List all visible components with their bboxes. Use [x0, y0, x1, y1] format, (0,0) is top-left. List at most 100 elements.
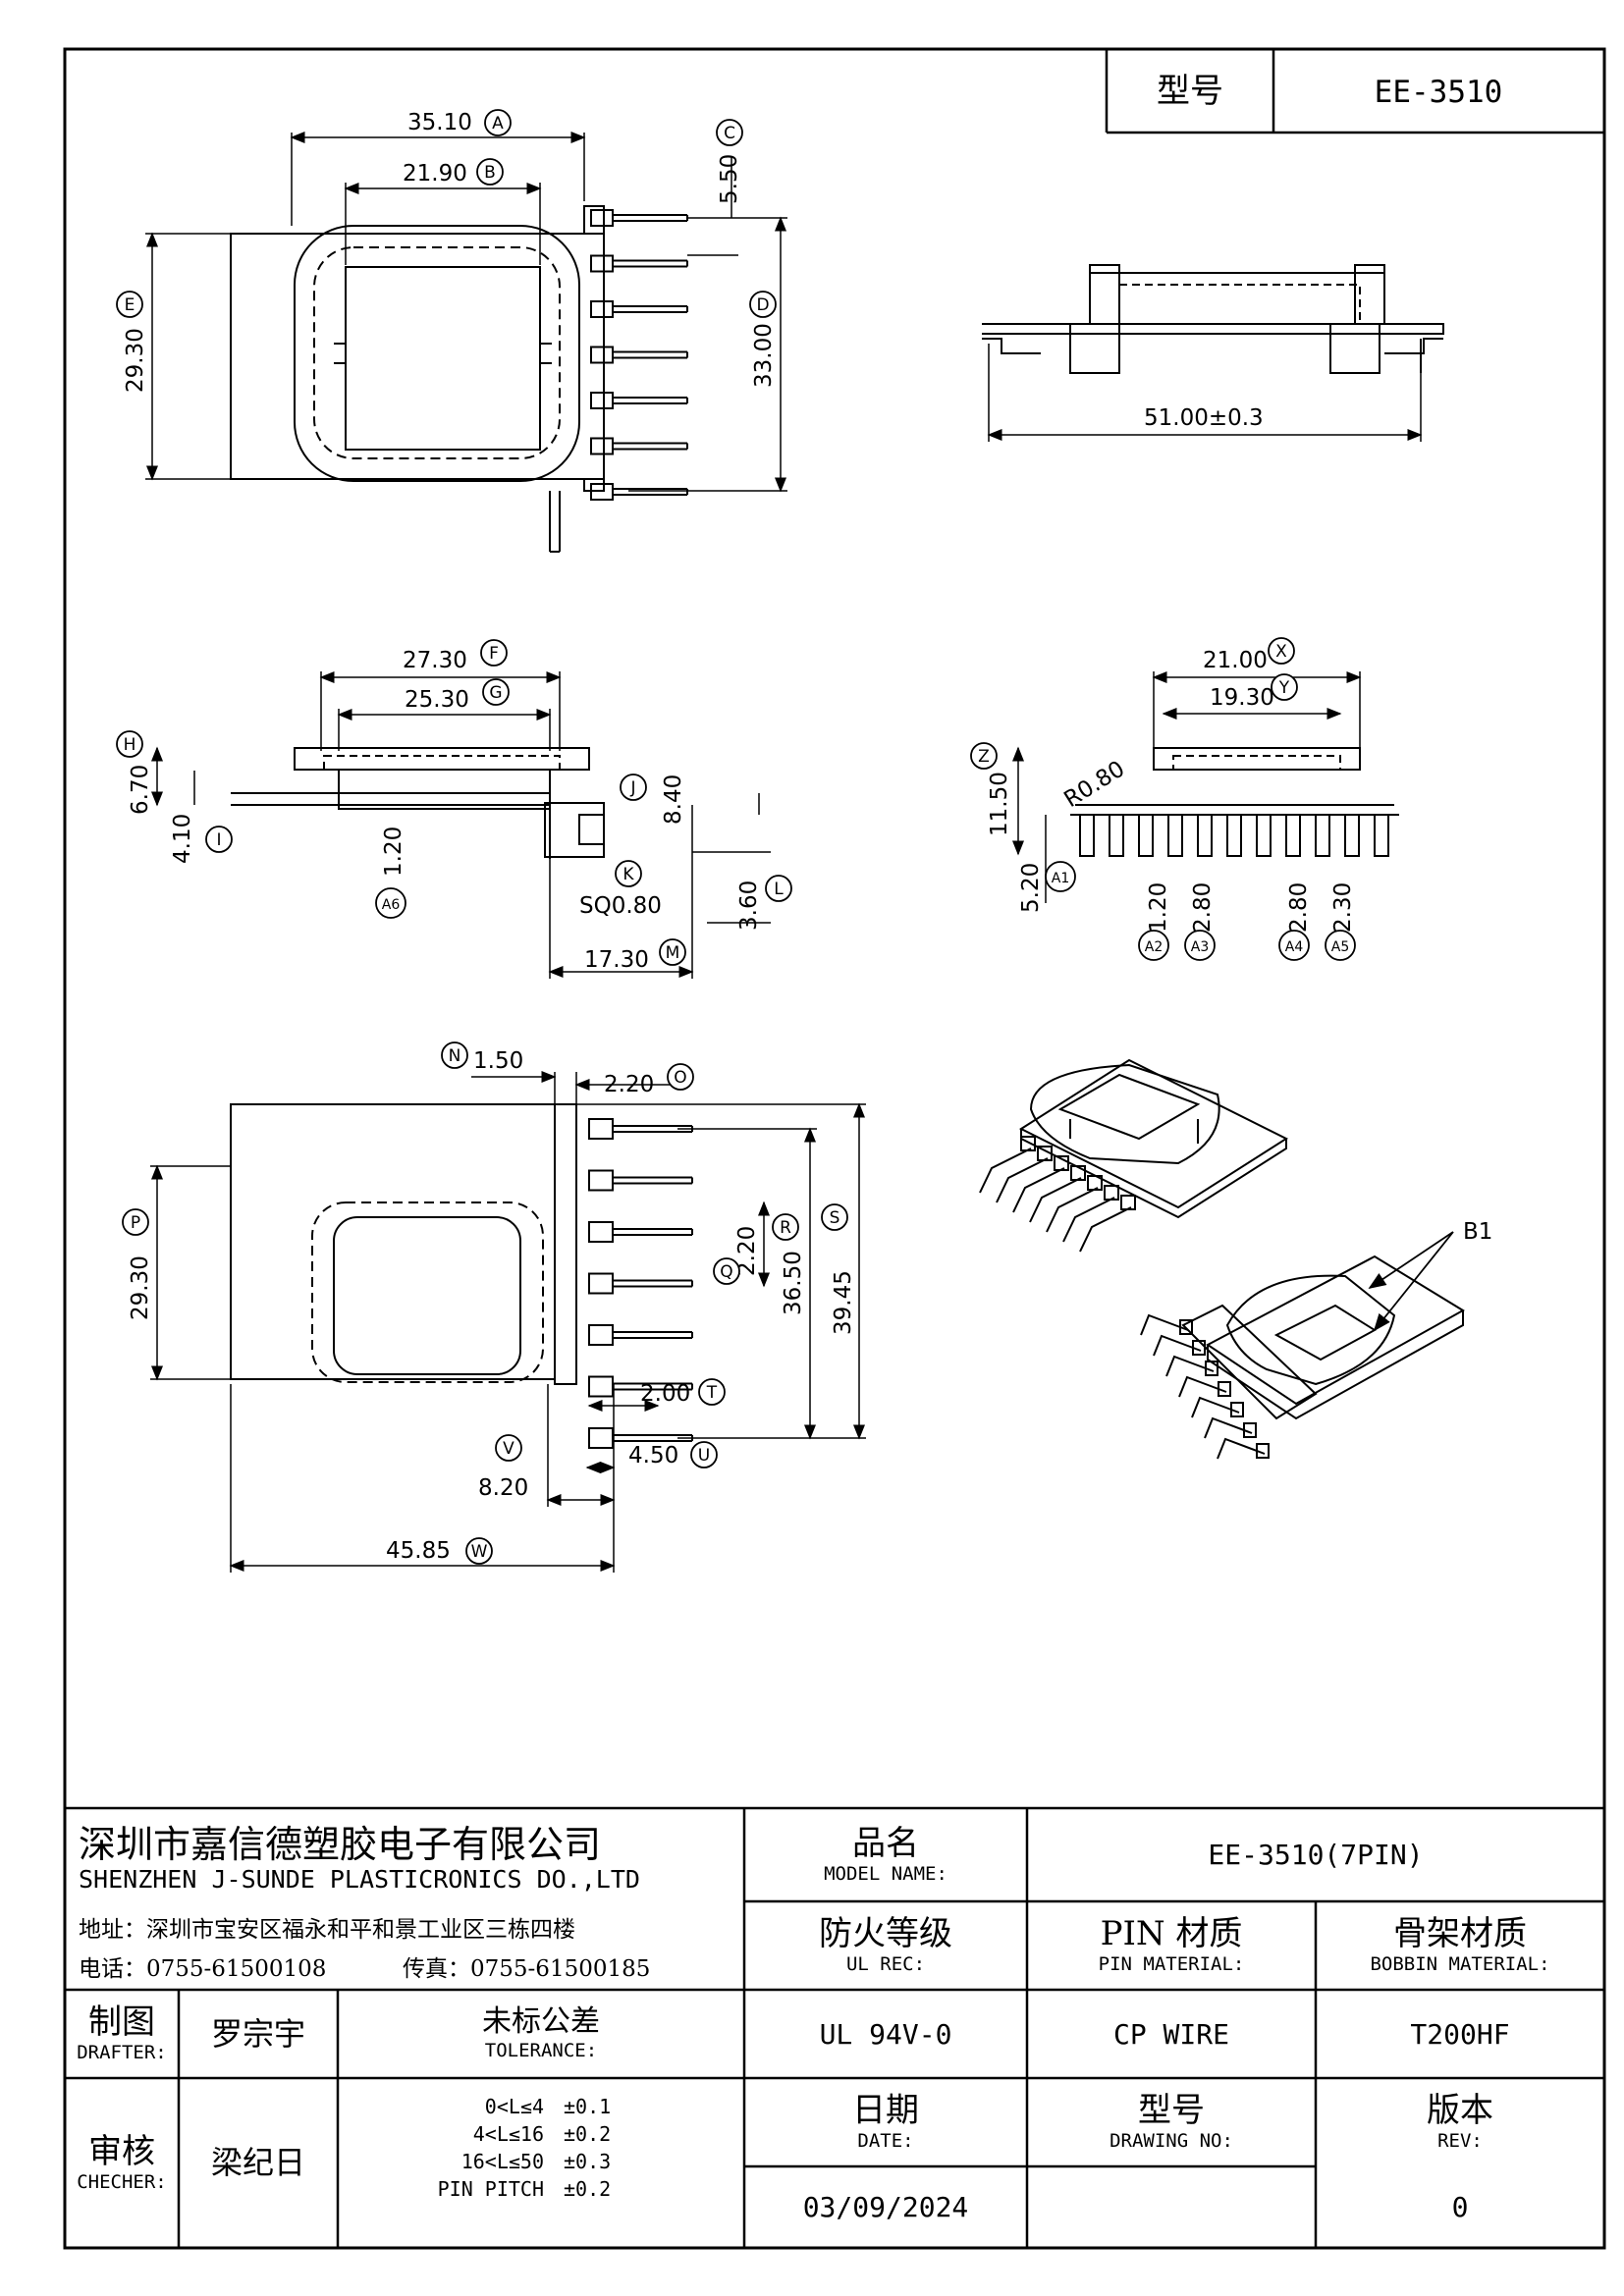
pin — [1226, 814, 1242, 857]
reference-bubble-b: B — [476, 158, 504, 186]
dim-a2: 1.20 — [1146, 882, 1171, 933]
dim-b: 21.90 — [403, 161, 467, 187]
reference-bubble-l: L — [765, 875, 792, 902]
reference-bubble-u: U — [690, 1441, 718, 1468]
bobbin-material-en: BOBBIN MATERIAL: — [1370, 1953, 1550, 1976]
reference-bubble-label: G — [489, 683, 502, 703]
reference-bubble-a: A — [484, 109, 512, 136]
ul-rec-label: 防火等级 UL REC: — [744, 1901, 1027, 1990]
rev-value: 0 — [1451, 2191, 1469, 2223]
reference-bubble-label: A — [492, 114, 504, 133]
view-end-pins — [1079, 814, 1389, 857]
rev-cn: 版本 — [1427, 2091, 1493, 2131]
header-model-box — [1105, 49, 1604, 134]
reference-bubble-label: A4 — [1285, 939, 1304, 955]
pin — [1046, 1175, 1103, 1233]
reference-bubble-j: J — [620, 774, 647, 801]
pin — [588, 1118, 693, 1140]
dim-a1: 5.20 — [1018, 863, 1044, 913]
pin — [996, 1146, 1053, 1203]
pin — [1140, 1313, 1193, 1336]
drafter-name-text: 罗宗宇 — [210, 2014, 305, 2053]
reference-bubble-label: P — [131, 1213, 140, 1233]
tolerance-range: 0<L≤4 — [484, 2095, 544, 2118]
reference-bubble-label: J — [629, 778, 635, 798]
dim-h: 6.70 — [128, 765, 153, 815]
reference-bubble-label: A3 — [1191, 939, 1209, 955]
reference-bubble-label: B — [484, 163, 496, 183]
dim-a: 35.10 — [407, 110, 472, 135]
dim-j: 8.40 — [661, 774, 686, 825]
reference-bubble-o: O — [667, 1063, 694, 1091]
pin — [1109, 814, 1124, 857]
pin — [1029, 1165, 1086, 1223]
reference-bubble-n: N — [441, 1041, 468, 1069]
pin — [590, 300, 688, 318]
reference-bubble-label: Q — [720, 1262, 732, 1282]
tolerance-row: PIN PITCH±0.2 — [338, 2175, 744, 2203]
model-name-en: MODEL NAME: — [824, 1862, 947, 1885]
reference-bubble-label: A2 — [1145, 939, 1163, 955]
iso-view-bottom-pins — [1140, 1313, 1270, 1460]
dim-e: 29.30 — [123, 328, 148, 393]
bobbin-material-label: 骨架材质 BOBBIN MATERIAL: — [1316, 1901, 1604, 1990]
reference-bubble-label: F — [489, 644, 499, 664]
date-cn: 日期 — [852, 2091, 919, 2131]
pin — [590, 346, 688, 364]
iso-view-bottom — [1181, 1255, 1465, 1420]
checker-en: CHECHER: — [77, 2170, 167, 2193]
bobbin-material-cn: 骨架材质 — [1393, 1914, 1527, 1954]
drawing-no-value — [1027, 2166, 1316, 2248]
dim-k: SQ0.80 — [579, 893, 662, 919]
tolerance-row: 4<L≤16±0.2 — [338, 2120, 744, 2148]
reference-bubble-label: N — [449, 1046, 461, 1066]
pin — [1079, 814, 1095, 857]
iso-view-top-pins — [979, 1136, 1136, 1253]
checker-cn: 审核 — [88, 2131, 155, 2171]
drafter-en: DRAFTER: — [77, 2042, 167, 2064]
header-model-value: EE-3510 — [1375, 75, 1503, 110]
dim-y: 19.30 — [1210, 685, 1274, 711]
view-bottom — [230, 1103, 577, 1385]
ul-rec-en: UL REC: — [845, 1953, 926, 1976]
reference-bubble-x: X — [1268, 637, 1295, 665]
view-side — [231, 747, 605, 859]
reference-bubble-label: V — [503, 1439, 514, 1459]
pin — [588, 1427, 693, 1449]
dim-a4: 2.80 — [1286, 882, 1312, 933]
pin — [1204, 1416, 1257, 1439]
drafter-name: 罗宗宇 — [179, 1990, 338, 2078]
reference-bubble-a5: A5 — [1325, 930, 1356, 961]
date-value: 03/09/2024 — [802, 2191, 969, 2223]
reference-bubble-t: T — [698, 1378, 726, 1406]
dim-l: 3.60 — [736, 881, 762, 931]
reference-bubble-w: W — [465, 1537, 493, 1565]
reference-bubble-c: C — [716, 119, 743, 146]
reference-bubble-q: Q — [713, 1257, 740, 1285]
sheet-border — [63, 47, 1606, 2250]
dim-g: 25.30 — [405, 687, 469, 713]
checker-name-text: 梁纪日 — [210, 2144, 305, 2182]
dim-i: 4.10 — [170, 814, 195, 864]
reference-bubble-a6: A6 — [375, 887, 406, 919]
tolerance-en: TOLERANCE: — [484, 2039, 598, 2061]
pin — [1191, 1396, 1244, 1418]
reference-bubble-label: U — [698, 1446, 710, 1466]
bobbin-material-value: T200HF — [1410, 2017, 1510, 2051]
company-tel: 电话：0755-61500108 — [79, 1956, 327, 1982]
rev-label: 版本 REV: — [1316, 2078, 1604, 2166]
drawing-no-en: DRAWING NO: — [1110, 2130, 1233, 2153]
pin — [1178, 1375, 1231, 1398]
checker-label: 审核 CHECHER: — [65, 2078, 179, 2248]
dim-w: 45.85 — [386, 1538, 451, 1564]
pin — [590, 209, 688, 227]
dim-x: 21.00 — [1203, 648, 1268, 673]
dim-o: 2.20 — [604, 1072, 654, 1097]
pin — [1374, 814, 1389, 857]
rev-en: REV: — [1437, 2130, 1483, 2153]
reference-bubble-m: M — [659, 938, 686, 966]
model-name-label: 品名 MODEL NAME: — [744, 1808, 1027, 1901]
pin-material-label: PIN 材质 PIN MATERIAL: — [1027, 1901, 1316, 1990]
dim-c: 5.50 — [717, 154, 742, 204]
